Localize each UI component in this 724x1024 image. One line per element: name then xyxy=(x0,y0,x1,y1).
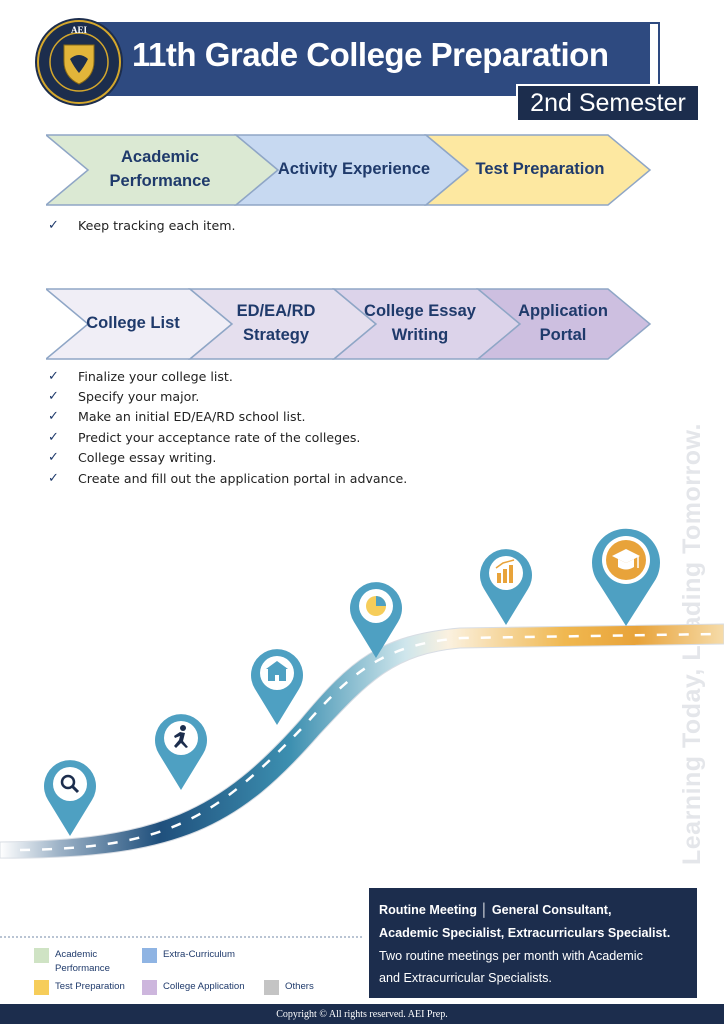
list-item: ✓Specify your major. xyxy=(48,389,200,405)
roadmap-illustration xyxy=(0,528,724,859)
check-icon: ✓ xyxy=(48,409,59,425)
step-label-college-essay-writing: College Essay Writing xyxy=(364,302,476,344)
checklist-row-1: ✓Keep tracking each item. xyxy=(48,215,235,235)
meeting-heading-line-2: Academic Specialist, Extracurriculars Sp… xyxy=(379,926,671,940)
roadmap-pin-5 xyxy=(480,549,532,625)
page-title: 11th Grade College Preparation xyxy=(132,36,609,73)
runner-icon xyxy=(174,725,188,748)
step-label-test-preparation: Test Preparation xyxy=(475,160,605,179)
pie-chart-icon xyxy=(366,596,386,616)
semester-badge: 2nd Semester xyxy=(516,84,700,122)
check-icon: ✓ xyxy=(48,450,59,466)
list-item: ✓Predict your acceptance rate of the col… xyxy=(48,429,361,445)
title-banner xyxy=(72,22,650,96)
process-row-2 xyxy=(46,288,652,360)
legend-swatch xyxy=(264,980,279,995)
legend-swatch xyxy=(34,980,49,995)
check-icon: ✓ xyxy=(48,429,59,445)
step-label-college-list: College List xyxy=(86,314,180,333)
meeting-body-line-1: Two routine meetings per month with Acad… xyxy=(379,949,643,963)
roadmap-pin-2 xyxy=(155,714,207,790)
roadmap-pin-1 xyxy=(44,760,96,836)
aei-logo: AEI xyxy=(35,18,123,106)
roadmap-pin-6 xyxy=(592,528,660,626)
copyright-footer: Copyright © All rights reserved. AEI Pre… xyxy=(0,1004,724,1024)
list-item: ✓College essay writing. xyxy=(48,450,217,466)
list-item: ✓Make an initial ED/EA/RD school list. xyxy=(48,409,306,425)
meeting-body-line-2: and Extracurricular Specialists. xyxy=(379,971,552,985)
road-lane-markings xyxy=(19,632,717,852)
list-item: ✓Finalize your college list. xyxy=(48,368,233,384)
legend-item-academic-performance: Academic Performance xyxy=(34,948,134,976)
check-icon: ✓ xyxy=(48,217,59,233)
step-label-academic-performance: Academic Performance xyxy=(109,148,211,190)
roadmap-road xyxy=(0,623,724,859)
list-item: ✓Keep tracking each item. xyxy=(48,217,236,233)
check-icon: ✓ xyxy=(48,470,59,486)
checklist-row-2: ✓Finalize your college list. ✓Specify yo… xyxy=(48,366,407,488)
school-building-icon xyxy=(266,661,288,681)
routine-meeting-box: Routine Meeting │ General Consultant, Ac… xyxy=(369,888,697,998)
legend-item-college-application: College Application xyxy=(142,980,245,995)
roadmap-pin-3 xyxy=(251,649,303,725)
process-row-1 xyxy=(46,134,652,206)
step-label-ed-ea-rd-strategy: ED/EA/RD Strategy xyxy=(236,302,316,344)
step-application-portal xyxy=(475,288,652,360)
step-label-activity-experience: Activity Experience xyxy=(277,160,431,179)
legend-item-extra-curriculum: Extra-Curriculum xyxy=(142,948,235,963)
check-icon: ✓ xyxy=(48,389,59,405)
bar-chart-icon xyxy=(495,559,515,583)
legend-item-test-preparation: Test Preparation xyxy=(34,980,125,995)
legend-swatch xyxy=(34,948,49,963)
legend-swatch xyxy=(142,948,157,963)
magnifier-icon xyxy=(60,774,80,794)
roadmap-pin-4 xyxy=(350,582,402,658)
step-test-preparation xyxy=(423,134,652,206)
graduation-cap-icon xyxy=(612,549,640,570)
legend-swatch xyxy=(142,980,157,995)
legend-divider xyxy=(0,936,362,938)
check-icon: ✓ xyxy=(48,368,59,384)
legend-item-others: Others xyxy=(264,980,314,995)
list-item: ✓Create and fill out the application por… xyxy=(48,470,408,486)
meeting-heading-line-1: Routine Meeting │ General Consultant, xyxy=(379,903,612,917)
step-label-application-portal: Application Portal xyxy=(518,302,608,344)
logo-text: AEI xyxy=(71,25,88,35)
